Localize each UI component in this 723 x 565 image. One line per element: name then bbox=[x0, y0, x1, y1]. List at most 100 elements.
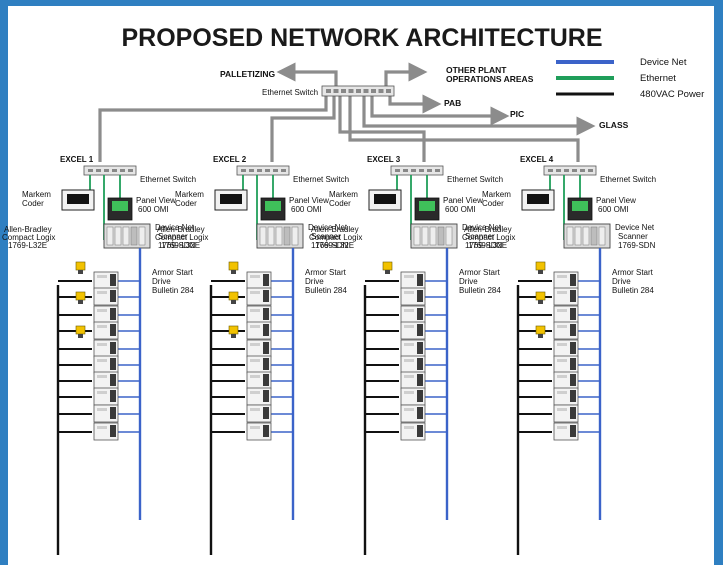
switch-port bbox=[588, 169, 593, 172]
markem-coder-screen bbox=[67, 194, 89, 204]
plc-module bbox=[138, 226, 146, 246]
drive-face bbox=[263, 390, 269, 402]
scanner-label-line3: 1769-SDN bbox=[158, 241, 196, 250]
drive-label-line3: Bulletin 284 bbox=[459, 286, 501, 295]
drive-face bbox=[263, 274, 269, 286]
dest-other-plant-line2: OPERATIONS AREAS bbox=[446, 74, 534, 84]
switch-port bbox=[572, 169, 577, 172]
switch-port bbox=[356, 89, 361, 93]
frame-border-left bbox=[0, 0, 8, 565]
plc-label-line1: Allen-Bradley bbox=[311, 225, 359, 234]
arrow-to-pic bbox=[370, 96, 510, 126]
drive-label-plate bbox=[557, 343, 567, 346]
switch-port bbox=[403, 169, 408, 172]
plc-module bbox=[598, 226, 606, 246]
markem-label-line2: Coder bbox=[482, 199, 504, 208]
scanner-label-line1: Device Net bbox=[615, 223, 655, 232]
drive-face bbox=[417, 342, 423, 354]
plc-module bbox=[291, 226, 299, 246]
drive-label-plate bbox=[250, 309, 260, 312]
drive-label-plate bbox=[250, 343, 260, 346]
switch-port bbox=[333, 89, 339, 93]
drive-face bbox=[570, 274, 576, 286]
switch-port bbox=[88, 169, 93, 172]
drive-face bbox=[110, 425, 116, 437]
drive-label-plate bbox=[250, 426, 260, 429]
arrow-to-excel-4 bbox=[348, 96, 580, 162]
markem-label-line1: Markem bbox=[22, 190, 51, 199]
sensor-base bbox=[231, 300, 236, 304]
scanner-label-line3: 1769-SDN bbox=[465, 241, 503, 250]
scanner-label-line3: 1769-SDN bbox=[618, 241, 656, 250]
scanner-label-line2: Scanner bbox=[158, 232, 188, 241]
cell-ethernet-switch-label: Ethernet Switch bbox=[447, 175, 503, 184]
drive-face bbox=[417, 425, 423, 437]
drive-label-plate bbox=[557, 309, 567, 312]
sensor-base bbox=[231, 270, 236, 274]
drive-label-plate bbox=[97, 343, 107, 346]
plc-label-line2: Compact Logix bbox=[2, 233, 55, 242]
drive-face bbox=[263, 308, 269, 320]
markem-label-line1: Markem bbox=[482, 190, 511, 199]
drive-label-plate bbox=[557, 275, 567, 278]
panel-view-label-line1: Panel View bbox=[289, 196, 329, 205]
markem-label-line2: Coder bbox=[329, 199, 351, 208]
switch-port bbox=[341, 89, 346, 93]
markem-label-line1: Markem bbox=[329, 190, 358, 199]
dest-pab: PAB bbox=[444, 98, 461, 108]
drive-face bbox=[110, 374, 116, 386]
scanner-label-line2: Scanner bbox=[465, 232, 495, 241]
cell-name: EXCEL 2 bbox=[213, 155, 247, 164]
drive-label-plate bbox=[97, 408, 107, 411]
plc-module bbox=[275, 226, 283, 246]
plc-module bbox=[106, 226, 114, 246]
arrow-to-palletizing bbox=[276, 62, 338, 86]
drive-face bbox=[110, 274, 116, 286]
plc-label-line1: Allen-Bradley bbox=[157, 225, 205, 234]
dest-glass: GLASS bbox=[599, 120, 629, 130]
plc-label-line3: 1769-L32E bbox=[315, 241, 354, 250]
scanner-label-line3: 1769-SDN bbox=[311, 241, 349, 250]
plc-label-line3: 1769-L32E bbox=[161, 241, 200, 250]
drive-face bbox=[263, 358, 269, 370]
drive-label-line1: Armor Start bbox=[152, 268, 194, 277]
drive-label-plate bbox=[250, 359, 260, 362]
drive-label-plate bbox=[97, 359, 107, 362]
drive-face bbox=[570, 324, 576, 336]
switch-port bbox=[348, 89, 354, 93]
drive-label-line3: Bulletin 284 bbox=[152, 286, 194, 295]
markem-label-line2: Coder bbox=[22, 199, 44, 208]
switch-port bbox=[371, 89, 376, 93]
drive-label-line3: Bulletin 284 bbox=[612, 286, 654, 295]
drive-face bbox=[110, 390, 116, 402]
drive-face bbox=[570, 290, 576, 302]
drive-face bbox=[110, 407, 116, 419]
drive-label-plate bbox=[404, 325, 414, 328]
arrow-to-pab bbox=[388, 94, 442, 114]
drive-label-plate bbox=[557, 408, 567, 411]
drive-face bbox=[570, 390, 576, 402]
plc-module bbox=[437, 226, 445, 246]
panel-view-screen bbox=[265, 201, 281, 211]
plc-module bbox=[574, 226, 582, 246]
drive-face bbox=[570, 342, 576, 354]
panel-view-screen bbox=[419, 201, 435, 211]
cell-name: EXCEL 1 bbox=[60, 155, 94, 164]
diagram-title: PROPOSED NETWORK ARCHITECTURE bbox=[121, 24, 602, 52]
drive-label-plate bbox=[557, 426, 567, 429]
panel-view-screen bbox=[572, 201, 588, 211]
drive-face bbox=[417, 407, 423, 419]
drive-label-line2: Drive bbox=[612, 277, 631, 286]
drive-face bbox=[263, 342, 269, 354]
drive-label-plate bbox=[97, 426, 107, 429]
drive-label-plate bbox=[250, 408, 260, 411]
switch-port bbox=[564, 169, 569, 172]
switch-port bbox=[363, 89, 369, 93]
sensor-base bbox=[78, 334, 83, 338]
drive-label-plate bbox=[404, 291, 414, 294]
drive-label-line2: Drive bbox=[305, 277, 324, 286]
scanner-label-line2: Scanner bbox=[618, 232, 648, 241]
